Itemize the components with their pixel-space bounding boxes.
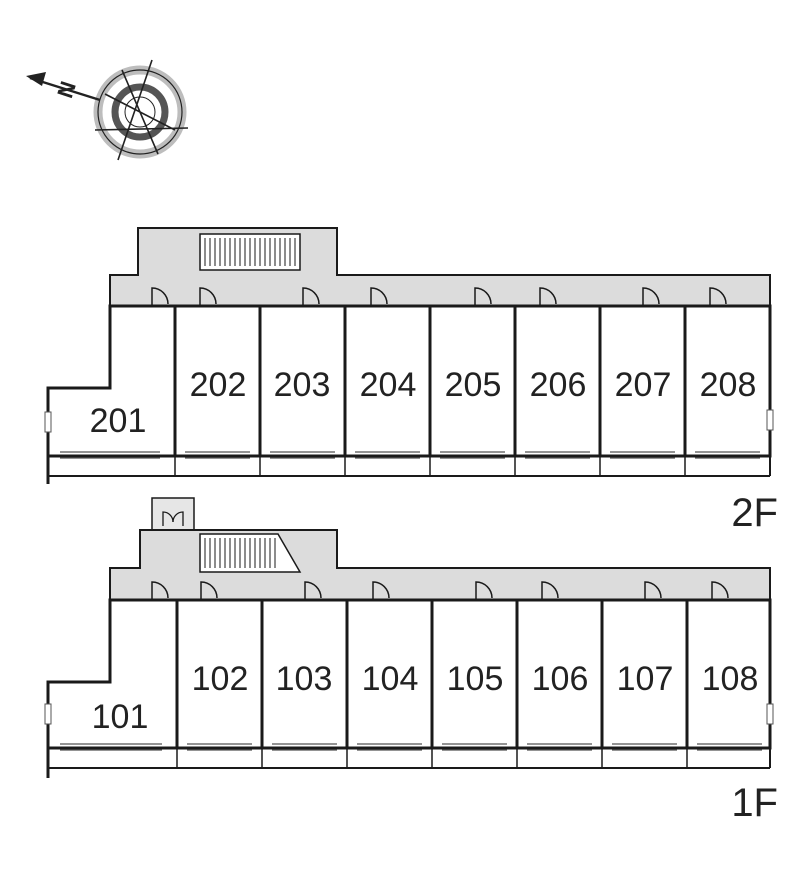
compass-rose-icon	[26, 59, 189, 161]
unit-number: 102	[192, 660, 249, 698]
compass: N	[26, 59, 189, 161]
unit-number: 108	[702, 660, 759, 698]
stairs-icon	[199, 533, 302, 573]
unit-number: 106	[532, 660, 589, 698]
mailbox-icon	[151, 497, 195, 531]
unit-number: 201	[90, 402, 147, 440]
compass-north-letter: N	[52, 78, 81, 101]
unit-number: 207	[615, 366, 672, 404]
unit-number: 202	[190, 366, 247, 404]
doors-2f	[151, 287, 727, 306]
unit-number: 104	[362, 660, 419, 698]
unit-number: 203	[274, 366, 331, 404]
unit-number: 208	[700, 366, 757, 404]
stairs-icon	[199, 233, 301, 271]
unit-number: 206	[530, 366, 587, 404]
unit-number: 205	[445, 366, 502, 404]
balcony-2f	[46, 456, 771, 484]
unit-number: 103	[276, 660, 333, 698]
unit-number: 101	[92, 698, 149, 736]
terrace-1f	[46, 748, 771, 778]
floor-2f: 201 202 203 204 205 206 207 208 2F	[44, 227, 778, 535]
floor-label: 1F	[731, 781, 778, 825]
floor-1f: 101 102 103 104 105 106 107 108 1F	[44, 497, 778, 825]
doors-1f	[151, 581, 729, 600]
unit-number: 107	[617, 660, 674, 698]
unit-number: 204	[360, 366, 417, 404]
unit-number: 105	[447, 660, 504, 698]
floor-label: 2F	[731, 491, 778, 535]
